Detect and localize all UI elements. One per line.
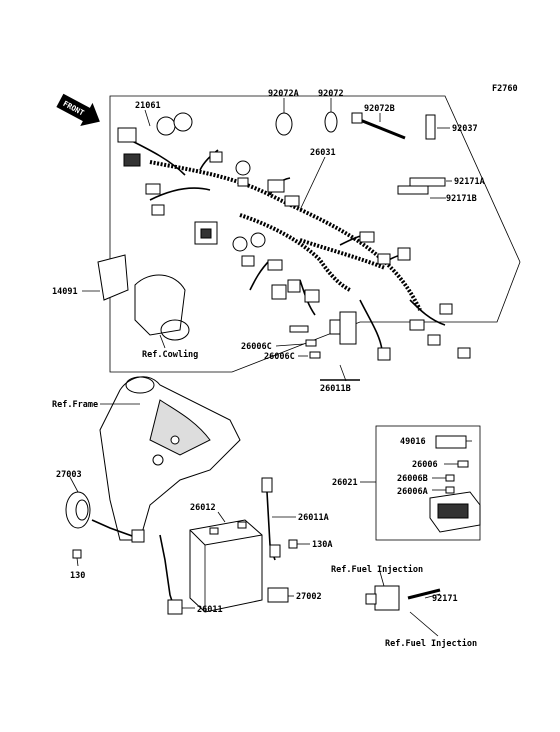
label-92037: 92037	[452, 124, 478, 134]
label-49016: 49016	[400, 437, 426, 447]
label-130A: 130A	[312, 540, 332, 550]
clamp-92072	[324, 111, 338, 133]
label-26006C-b: 26006C	[264, 352, 295, 362]
harness-panel-outline	[109, 95, 521, 373]
fuse-26006B	[445, 474, 455, 482]
label-130: 130	[70, 571, 85, 581]
figure-code: F2760	[492, 84, 518, 94]
frame	[99, 376, 241, 541]
label-ref-cowling: Ref.Cowling	[142, 349, 198, 360]
fuse-26006	[457, 460, 469, 468]
relay-27002	[267, 587, 289, 603]
fuse-26006A	[445, 486, 455, 494]
label-ref-fuel-injection-1: Ref.Fuel Injection	[331, 564, 423, 575]
label-26011A: 26011A	[298, 513, 329, 523]
bolt-130	[72, 549, 82, 559]
label-ref-frame: Ref.Frame	[52, 400, 98, 410]
lead-26011A	[261, 477, 281, 561]
main-harness	[117, 112, 471, 361]
label-26006B: 26006B	[397, 474, 428, 484]
connector-1	[117, 127, 137, 143]
label-26021: 26021	[332, 478, 358, 488]
junction-box-panel	[375, 425, 481, 541]
clamp-92171A	[409, 177, 446, 187]
fuel-injection-relay	[365, 585, 441, 611]
label-26006C-a: 26006C	[241, 342, 272, 352]
lead-26011	[159, 534, 176, 611]
bolt-130A	[288, 539, 298, 549]
label-14091: 14091	[52, 287, 78, 297]
connector-2	[123, 153, 141, 167]
bracket-92037	[425, 114, 436, 140]
label-92072A: 92072A	[268, 89, 299, 99]
junction-box-26021	[429, 491, 481, 533]
label-26012: 26012	[190, 503, 216, 513]
label-92072B: 92072B	[364, 104, 395, 114]
label-92171: 92171	[432, 594, 458, 604]
clamp-92171B	[397, 185, 429, 195]
label-26006A: 26006A	[397, 487, 428, 497]
label-21061: 21061	[135, 101, 161, 111]
leader-lines	[69, 98, 472, 637]
label-26011: 26011	[197, 605, 223, 615]
part-26006C-b	[309, 351, 321, 359]
cover-49016	[435, 435, 467, 449]
battery-26012	[189, 519, 263, 613]
label-26031: 26031	[310, 148, 336, 158]
cable-tie-92072B	[351, 112, 406, 140]
label-27003: 27003	[56, 470, 82, 480]
bracket-14091	[97, 254, 190, 341]
part-26006C-a	[305, 339, 317, 347]
label-92171A: 92171A	[454, 177, 485, 187]
ecu-connector	[339, 311, 357, 345]
connector-3	[156, 116, 176, 136]
clamp-92072A	[275, 112, 293, 136]
label-26006: 26006	[412, 460, 438, 470]
label-26011B: 26011B	[320, 384, 351, 394]
label-27002: 27002	[296, 592, 322, 602]
front-arrow: FRONT	[56, 93, 100, 127]
label-92072: 92072	[318, 89, 344, 99]
label-92171B: 92171B	[446, 194, 477, 204]
label-ref-fuel-injection-2: Ref.Fuel Injection	[385, 638, 477, 649]
